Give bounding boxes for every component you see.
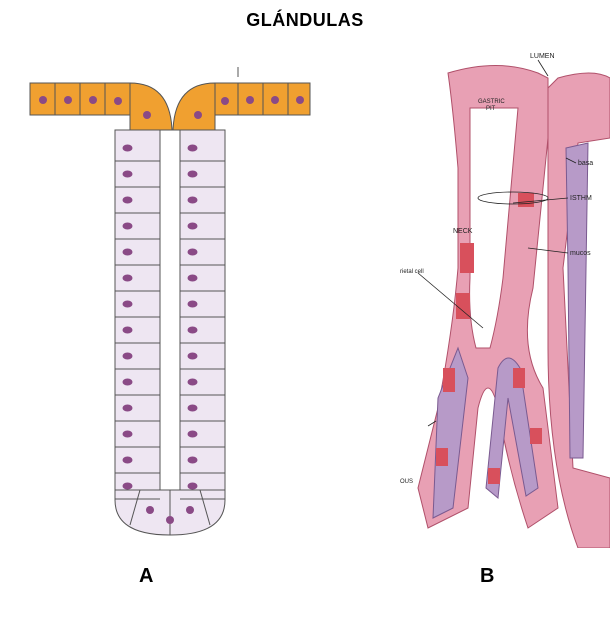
label-gastric-pit-2: PIT [486,106,496,112]
cell-nucleus [123,483,133,490]
corner-left [130,83,172,130]
cell-nucleus [123,327,133,334]
panel-b-gastric-gland-illustration: LUMEN GASTRIC PIT basa ISTHM NECK mucos … [398,48,610,548]
label-gastric-pit-1: GASTRIC [478,99,505,105]
cell-nucleus [123,405,133,412]
cell-nucleus [123,249,133,256]
label-neck: NECK [453,228,473,235]
cell-nucleus [123,301,133,308]
cell-nucleus [188,483,198,490]
panel-a-tubular-gland-diagram [20,55,320,555]
corner-right [173,83,215,130]
label-isthmus: ISTHM [570,195,592,202]
cell-nucleus [188,457,198,464]
cell-nucleus [188,405,198,412]
cell-nucleus [123,171,133,178]
panel-a-caption: A [139,565,153,588]
cell-nucleus [188,379,198,386]
label-parietal-cell: rietal cell [400,269,424,275]
cell-nucleus [188,145,198,152]
cell-nucleus [123,197,133,204]
cell-nucleus [123,353,133,360]
label-basal: basa [578,160,593,167]
cell-nucleus [123,275,133,282]
cell-nucleus [188,197,198,204]
cell-nucleus [188,431,198,438]
surface-epithelium-right [215,83,310,115]
tubular-gland-svg [20,55,320,555]
gland-tube [115,130,225,535]
cell-nucleus [188,171,198,178]
gastric-gland-svg: LUMEN GASTRIC PIT basa ISTHM NECK mucos … [398,48,610,548]
gland-tissue [418,66,610,549]
cell-nucleus [188,327,198,334]
cell-nucleus [123,457,133,464]
panel-b-caption: B [480,565,494,588]
label-mucous-bottom: OUS [400,479,413,485]
cell-nucleus [123,379,133,386]
label-lumen: LUMEN [530,53,555,60]
cell-nucleus [188,301,198,308]
cell-nucleus [188,223,198,230]
cell-nucleus [188,249,198,256]
cell-nucleus [123,431,133,438]
label-mucous: mucos [570,250,591,257]
cell-nucleus [123,223,133,230]
cell-nucleus [188,275,198,282]
cell-nucleus [123,145,133,152]
figure-title: GLÁNDULAS [0,10,610,31]
cell-nucleus [188,353,198,360]
